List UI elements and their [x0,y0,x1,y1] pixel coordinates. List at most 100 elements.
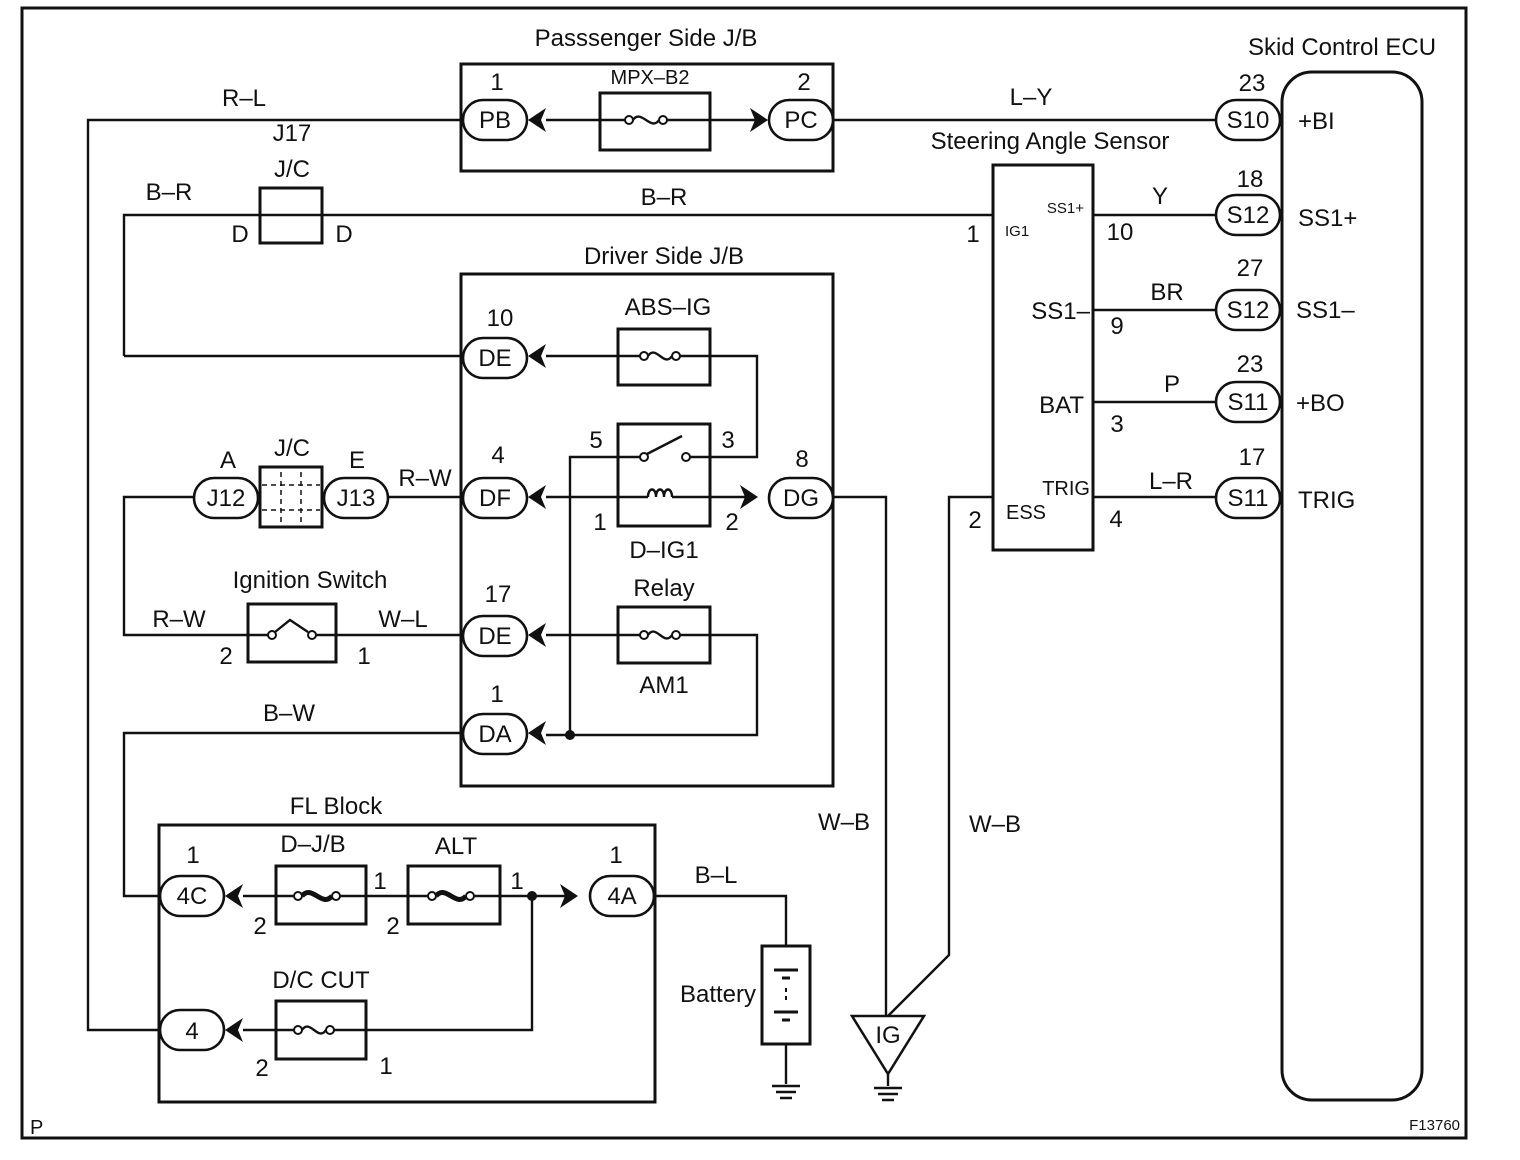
da-pin-number: 1 [490,681,503,708]
ecu-pin-num-3: 27 [1237,255,1264,282]
jc-box [258,465,324,529]
relay-pin-2: 2 [725,509,738,536]
ecu-connector-2 [1214,193,1282,237]
sensor-pin-3: 3 [1110,411,1123,438]
fuse-d-jb-pin-1: 1 [373,868,386,895]
ecu-pin-num-5: 17 [1239,444,1266,471]
de2-pin-number: 17 [485,581,512,608]
battery: Battery [680,944,812,1100]
relay-d-ig1-box [616,422,712,528]
corner-p-label: P [30,1117,43,1139]
relay-switch-icon [618,434,710,462]
connector-4c-label: 4C [177,883,208,910]
battery-box [760,944,812,1046]
relay-pin-3: 3 [721,427,734,454]
fuse-mpx-b2-icon [600,115,710,125]
fl-block-title: FL Block [290,793,383,820]
de2-arrow [528,623,546,647]
pc-arrow [750,108,768,132]
pb-pin-number: 1 [490,69,503,96]
wire-y-label: Y [1152,183,1168,210]
ecu-pin-num-4: 23 [1237,351,1264,378]
fuse-dc-cut-pin-2: 2 [255,1055,268,1082]
dg-pin-number: 8 [795,446,808,473]
ignition-switch-icon [248,618,336,640]
ignition-switch-label: Ignition Switch [233,567,388,594]
relay-coil-icon [618,488,710,499]
wire-b-r-mid-label: B–R [641,184,688,211]
sensor-pin-10: 10 [1107,219,1134,246]
j17-pin-right: D [335,221,352,248]
ecu-terminal-1: +BI [1298,108,1335,135]
da-arrow [528,721,546,745]
sensor-bat-label: BAT [1039,392,1084,419]
wire-r-w-left-label: R–W [152,606,206,633]
de1-arrow [528,344,546,368]
sensor-ess-label: ESS [1006,502,1046,524]
ignition-pin-1: 1 [357,643,370,670]
sensor-trig-label: TRIG [1042,478,1090,500]
ecu-box [1280,70,1424,1102]
connector-de-10-label: DE [478,345,511,372]
j17-jc-label: J/C [274,156,310,183]
j17-pin-left: D [231,221,248,248]
junction-j17: J17 J/C D D [231,120,352,248]
ecu-connector-5-label: S11 [1228,485,1269,512]
ecu-pin-num-2: 18 [1237,166,1264,193]
jc-pin-e: E [349,447,365,474]
steering-sensor-box [991,163,1095,552]
4a-arrow [560,884,578,908]
wire-l-r-label: L–R [1149,468,1193,495]
ignition-switch: Ignition Switch 2 1 [219,567,387,670]
driver-jb-title: Driver Side J/B [584,243,744,270]
jc-pin-a: A [220,447,236,474]
wire-w-b-right-label: W–B [969,811,1021,838]
connector-de-17-label: DE [478,623,511,650]
fl-block: FL Block 1 4C D–J/B 2 1 ALT 2 1 [157,793,657,1104]
ignition-switch-box [246,602,338,664]
jc-label: J/C [274,435,310,462]
fuse-alt-label: ALT [435,833,478,860]
ecu-terminal-5: TRIG [1298,487,1355,514]
driver-jb-box [459,272,835,788]
ig-ground: IG [849,1014,927,1102]
wire-b-r-left-label: B–R [146,179,193,206]
sensor-pin-2: 2 [968,507,981,534]
ecu-connector-3-label: S12 [1227,297,1270,324]
j17-label: J17 [273,120,312,147]
fuse-am1-label: AM1 [639,672,688,699]
ecu-terminal-2: SS1+ [1298,205,1357,232]
skid-control-ecu-title: Skid Control ECU [1248,34,1436,61]
connector-4-label: 4 [185,1018,198,1045]
sensor-pin-9: 9 [1110,313,1123,340]
df-arrow [528,485,546,509]
conn-4c-pin: 1 [186,842,199,869]
fuse-alt-pin-2: 2 [386,913,399,940]
fuse-alt-pin-1: 1 [510,868,523,895]
fuse-mpx-b2-label: MPX–B2 [611,67,690,89]
steering-angle-sensor: Steering Angle Sensor SS1+ IG1 SS1– BAT … [931,128,1169,552]
fuse-d-jb-pin-2: 2 [253,913,266,940]
ecu-connector-4-label: S11 [1228,389,1269,416]
ecu-terminal-3: SS1– [1296,297,1355,324]
wire-br-label: BR [1150,279,1183,306]
junction-jc-j12-j13: A J/C E J12 J13 [192,435,390,529]
fuse-am1-icon [618,630,710,640]
ecu-pin-num-1: 23 [1239,70,1266,97]
splice-point-da [565,730,575,740]
sensor-pin-1: 1 [966,221,979,248]
connector-de-10 [461,336,529,380]
skid-control-ecu: Skid Control ECU 23 S10 +BI 18 S12 SS1+ … [1214,34,1436,1102]
sensor-ss1m-label: SS1– [1031,298,1090,325]
4-arrow [225,1018,243,1042]
relay-pin-1: 1 [593,509,606,536]
fuse-alt-icon [408,890,500,902]
fl-block-box [157,823,657,1104]
connector-pc-label: PC [784,107,817,134]
connector-pb-label: PB [479,107,511,134]
wire-w-b-left-label: W–B [818,809,870,836]
battery-label: Battery [680,981,756,1008]
ig-ground-icon [874,1086,902,1102]
battery-ground-icon [772,1084,800,1100]
4c-arrow [225,884,243,908]
